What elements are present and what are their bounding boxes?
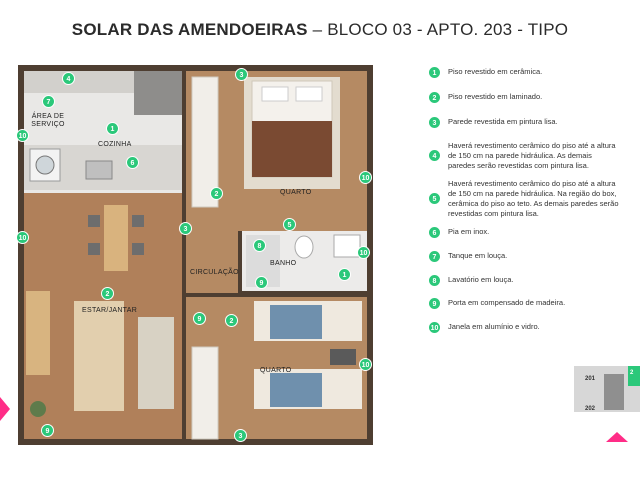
legend-badge: 10 bbox=[428, 321, 441, 334]
sink bbox=[85, 160, 113, 180]
key-plan-unit-203: 2 bbox=[630, 370, 634, 376]
badge-1: 1 bbox=[106, 122, 119, 135]
chair bbox=[88, 215, 100, 227]
legend-text: Piso revestido em cerâmica. bbox=[448, 67, 543, 76]
room-label-estar-jantar: ESTAR/JANTAR bbox=[82, 307, 138, 314]
chair bbox=[88, 243, 100, 255]
badge-6: 6 bbox=[126, 156, 139, 169]
badge-7: 7 bbox=[42, 95, 55, 108]
key-plan-unit-203-highlight: 2 bbox=[628, 366, 640, 386]
floor-plan: ÁREA DE SERVIÇO COZINHA QUARTO CIRCULAÇÃ… bbox=[16, 65, 373, 445]
legend-text: Janela em alumínio e vidro. bbox=[448, 322, 540, 331]
floor-plan-drawing bbox=[18, 65, 373, 445]
badge-3: 3 bbox=[234, 429, 247, 442]
legend-badge: 5 bbox=[428, 192, 441, 205]
room-label-quarto-1: QUARTO bbox=[280, 189, 312, 196]
legend-text: Tanque em louça. bbox=[448, 251, 508, 260]
pillow bbox=[261, 86, 289, 102]
legend-badge: 1 bbox=[428, 66, 441, 79]
bed-blanket-1 bbox=[270, 305, 322, 339]
top-counter bbox=[24, 71, 134, 93]
key-plan: 201 202 2 bbox=[574, 366, 640, 426]
fridge bbox=[134, 71, 182, 115]
key-plan-unit-201: 201 bbox=[584, 376, 595, 382]
legend-text: Pia em inox. bbox=[448, 227, 490, 236]
wardrobe-2 bbox=[191, 346, 219, 440]
dining-table bbox=[104, 205, 128, 271]
legend-badge: 8 bbox=[428, 274, 441, 287]
badge-9: 9 bbox=[193, 312, 206, 325]
legend-text: Lavatório em louça. bbox=[448, 275, 514, 284]
badge-1: 1 bbox=[338, 268, 351, 281]
legend-text: Parede revestida em pintura lisa. bbox=[448, 117, 558, 126]
north-arrow-left bbox=[0, 397, 10, 421]
legend-badge: 7 bbox=[428, 250, 441, 263]
badge-10: 10 bbox=[16, 129, 29, 142]
badge-3: 3 bbox=[235, 68, 248, 81]
bed-cover bbox=[252, 121, 332, 177]
badge-9: 9 bbox=[41, 424, 54, 437]
legend-badge: 6 bbox=[428, 226, 441, 239]
badge-10: 10 bbox=[16, 231, 29, 244]
wardrobe-1 bbox=[191, 76, 219, 208]
badge-2: 2 bbox=[210, 187, 223, 200]
plant bbox=[30, 401, 46, 417]
badge-10: 10 bbox=[359, 358, 372, 371]
title-bold: SOLAR DAS AMENDOEIRAS bbox=[71, 20, 308, 39]
rug bbox=[74, 301, 124, 411]
badge-4: 4 bbox=[62, 72, 75, 85]
room-label-quarto-2: QUARTO bbox=[260, 367, 292, 374]
washbasin bbox=[333, 234, 361, 258]
chair bbox=[132, 243, 144, 255]
legend-badge: 9 bbox=[428, 297, 441, 310]
badge-8: 8 bbox=[253, 239, 266, 252]
pillow bbox=[295, 86, 323, 102]
legend-text: Haverá revestimento cerâmico do piso até… bbox=[448, 179, 619, 218]
page-title: SOLAR DAS AMENDOEIRAS – BLOCO 03 - APTO.… bbox=[0, 20, 640, 40]
legend-badge: 4 bbox=[428, 149, 441, 162]
legend-badge: 2 bbox=[428, 91, 441, 104]
badge-3: 3 bbox=[179, 222, 192, 235]
circulation-floor bbox=[186, 231, 238, 293]
badge-9: 9 bbox=[255, 276, 268, 289]
key-plan-unit-202: 202 bbox=[584, 406, 595, 412]
legend-text: Haverá revestimento cerâmico do piso até… bbox=[448, 141, 616, 170]
room-label-cozinha: COZINHA bbox=[98, 141, 132, 148]
tv-rack bbox=[26, 291, 50, 375]
washer-drum bbox=[35, 155, 55, 175]
badge-10: 10 bbox=[357, 246, 370, 259]
badge-2: 2 bbox=[101, 287, 114, 300]
desk bbox=[330, 349, 356, 365]
chair bbox=[132, 215, 144, 227]
title-rest: – BLOCO 03 - APTO. 203 - TIPO bbox=[307, 20, 569, 39]
room-label-banho: BANHO bbox=[270, 260, 297, 267]
badge-10: 10 bbox=[359, 171, 372, 184]
badge-5: 5 bbox=[283, 218, 296, 231]
north-arrow-up bbox=[606, 432, 628, 442]
badge-2: 2 bbox=[225, 314, 238, 327]
key-plan-hall bbox=[604, 374, 624, 410]
room-label-circulacao: CIRCULAÇÃO bbox=[190, 269, 239, 276]
bed-blanket-2 bbox=[270, 373, 322, 407]
sofa bbox=[138, 317, 174, 409]
legend-badge: 3 bbox=[428, 116, 441, 129]
legend-text: Piso revestido em laminado. bbox=[448, 92, 543, 101]
laundry-tank bbox=[29, 148, 61, 182]
toilet bbox=[294, 235, 314, 259]
legend-text: Porta em compensado de madeira. bbox=[448, 298, 566, 307]
room-label-area-servico: ÁREA DE SERVIÇO bbox=[31, 113, 65, 128]
